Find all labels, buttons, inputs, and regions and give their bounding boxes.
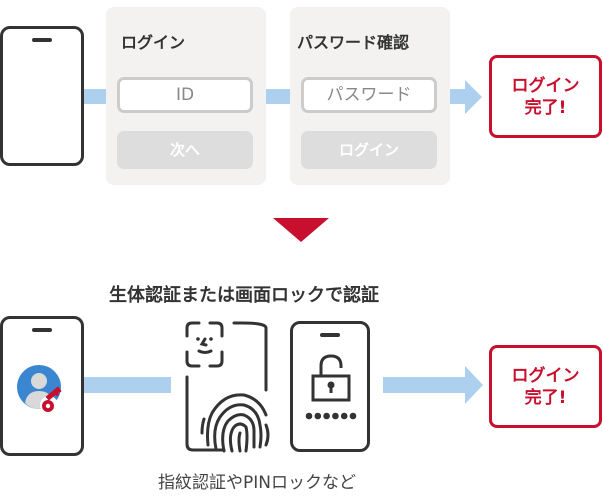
phone-notch — [32, 38, 52, 42]
login-complete-badge: ログイン 完了! — [489, 345, 602, 428]
login-step-panel: ログイン ID 次へ — [106, 7, 266, 185]
arrow-right-icon — [383, 366, 483, 404]
phone-notch — [32, 328, 52, 332]
auth-examples-caption: 指紋認証やPINロックなど — [158, 473, 356, 493]
id-input[interactable]: ID — [117, 77, 253, 113]
fingerprint-icon — [200, 393, 270, 453]
password-input[interactable]: パスワード — [301, 77, 437, 113]
padlock-icon — [311, 354, 351, 402]
arrow-right-icon — [450, 80, 482, 114]
smartphone-icon — [290, 321, 370, 452]
connector-line — [266, 89, 290, 104]
login-step-title: ログイン — [121, 33, 186, 52]
login-complete-line1: ログイン — [511, 75, 580, 96]
connector-line — [84, 377, 171, 393]
phone-notch — [320, 333, 340, 337]
triangle-down-icon — [273, 218, 329, 242]
connector-line — [84, 89, 106, 104]
smartphone-icon — [0, 316, 84, 456]
smartphone-icon — [0, 26, 84, 166]
user-key-icon — [17, 365, 62, 414]
password-step-panel: パスワード確認 パスワード ログイン — [290, 7, 450, 185]
pin-dots-icon — [305, 412, 357, 420]
login-button[interactable]: ログイン — [301, 131, 437, 169]
face-recognition-icon — [185, 321, 268, 452]
login-complete-line2: 完了! — [524, 97, 567, 118]
next-button[interactable]: 次へ — [117, 131, 253, 169]
login-complete-line2: 完了! — [524, 387, 567, 408]
auth-method-heading: 生体認証または画面ロックで認証 — [109, 285, 379, 306]
login-complete-line1: ログイン — [511, 365, 580, 386]
password-step-title: パスワード確認 — [297, 33, 410, 52]
login-complete-badge: ログイン 完了! — [489, 55, 602, 138]
